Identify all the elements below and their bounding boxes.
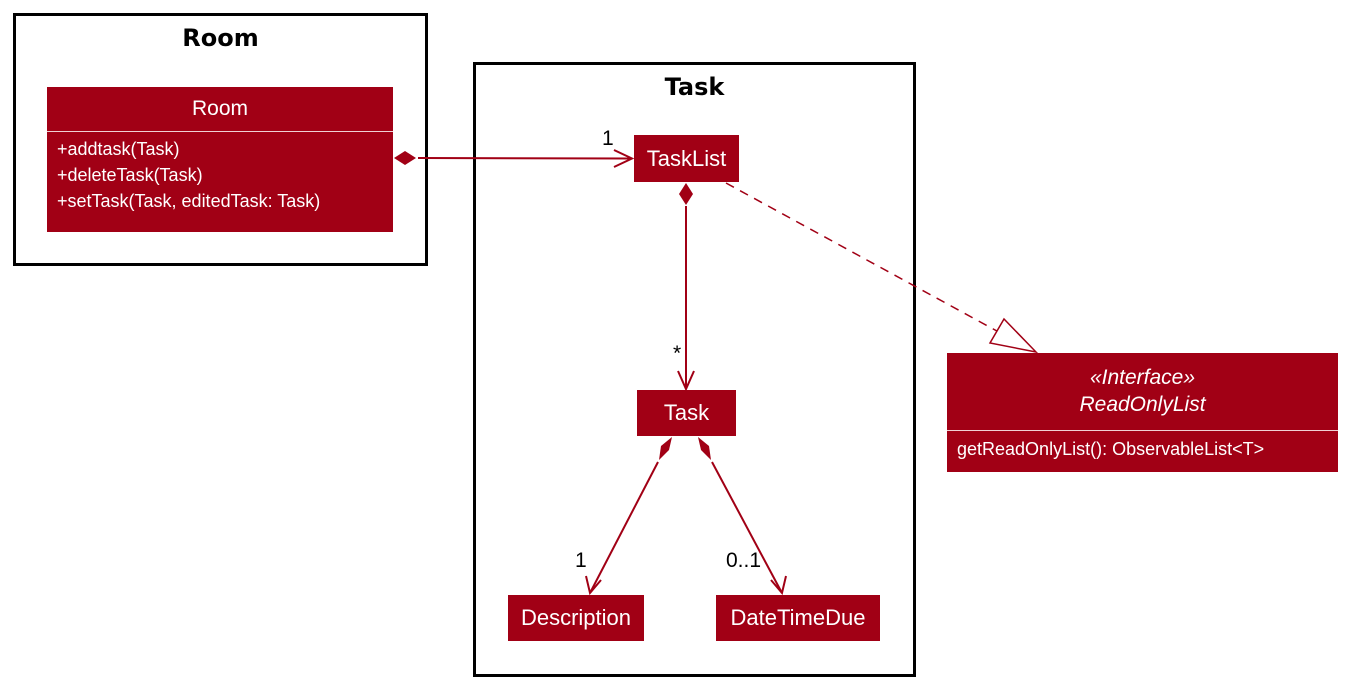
room-method-settask: +setTask(Task, editedTask: Task) [57,191,321,211]
arrowhead-description [585,575,602,596]
tasklist-class[interactable]: TaskList [634,135,739,182]
arrowhead-task [677,370,695,392]
readonlylist-stereotype: «Interface» [1089,366,1196,389]
readonlylist-interface[interactable]: «Interface» ReadOnlyList getReadOnlyList… [947,353,1338,472]
room-package-title: Room [182,24,259,52]
multiplicity-tasklist-task: * [673,342,682,365]
readonlylist-members: getReadOnlyList(): ObservableList<T> [947,431,1338,461]
readonlylist-divider [947,430,1338,431]
composition-diamond-task-left [659,437,672,460]
multiplicity-task-description: 1 [575,549,587,572]
edge-room-tasklist [394,149,635,168]
readonlylist-name: ReadOnlyList [1079,393,1206,416]
task-package-title: Task [664,73,725,101]
room-class-members: +addtask(Task) +deleteTask(Task) +setTas… [47,132,393,214]
arrowhead-tasklist [613,149,635,168]
multiplicity-room-tasklist: 1 [602,127,614,150]
composition-diamond-task-right [698,437,711,460]
readonlylist-method-getreadonlylist: getReadOnlyList(): ObservableList<T> [957,439,1265,459]
datetimedue-class[interactable]: DateTimeDue [716,595,880,641]
edge-tasklist-task [677,183,695,392]
composition-diamond-tasklist [679,183,693,205]
edge-tasklist-readonlylist [725,182,1039,354]
composition-diamond-room [394,151,416,165]
description-class[interactable]: Description [508,595,644,641]
room-method-addtask: +addtask(Task) [57,139,180,159]
room-class[interactable]: Room +addtask(Task) +deleteTask(Task) +s… [47,87,393,232]
room-class-divider [47,131,393,132]
room-class-name: Room [191,97,249,120]
task-class[interactable]: Task [637,390,736,436]
multiplicity-task-datetimedue: 0..1 [726,549,762,572]
room-method-deletetask: +deleteTask(Task) [57,165,203,185]
edge-task-description [585,437,672,596]
realization-triangle [988,317,1039,354]
arrowhead-datetimedue [770,575,787,596]
edge-task-datetimedue [698,437,787,596]
